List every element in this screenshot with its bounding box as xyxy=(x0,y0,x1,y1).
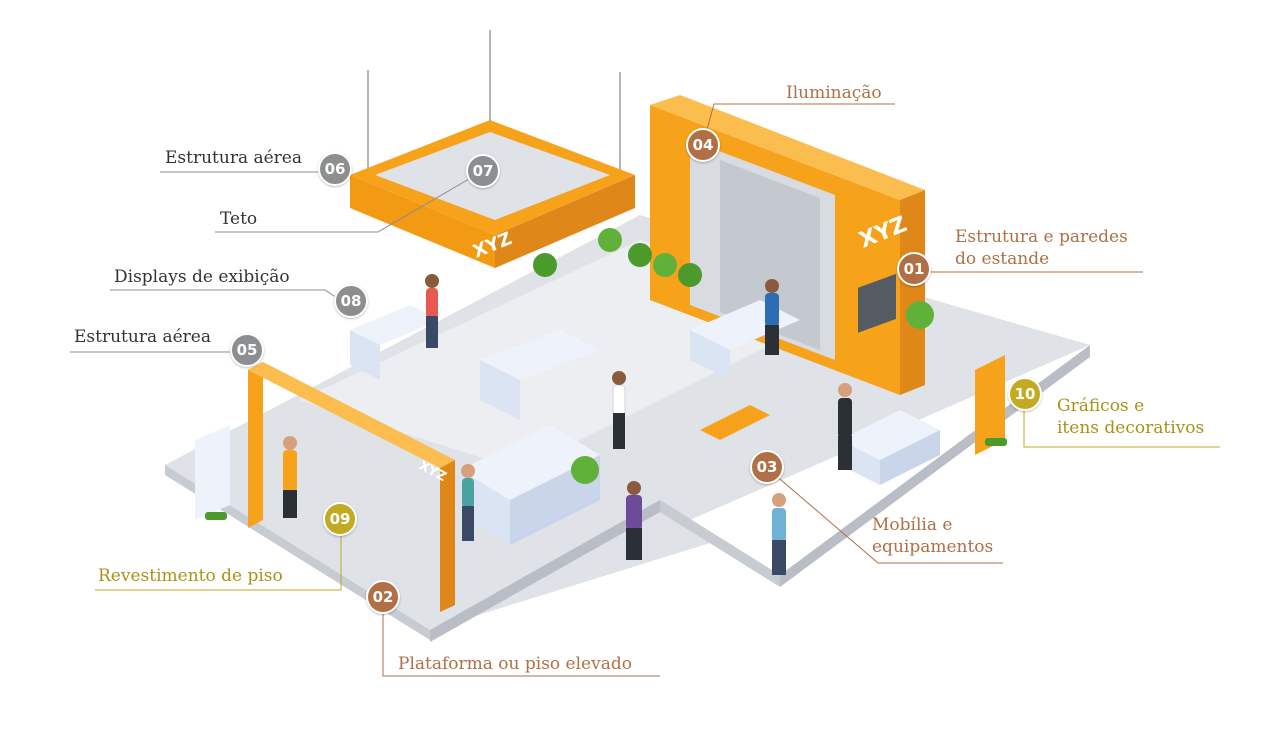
callout-01-label-line1: Estrutura e paredes xyxy=(955,227,1128,247)
callout-04-label: Iluminação xyxy=(786,83,882,103)
callout-10-label-line1: Gráficos e xyxy=(1057,396,1145,416)
callout-09-badge: 09 xyxy=(323,502,357,536)
callout-03-badge: 03 xyxy=(750,450,784,484)
callout-03-label-line1: Mobília e xyxy=(872,515,953,535)
callout-08-label: Displays de exibição xyxy=(114,267,290,287)
callout-01-label: Estrutura e paredes do estande xyxy=(955,226,1128,270)
callout-10-badge: 10 xyxy=(1008,377,1042,411)
callout-05-badge: 05 xyxy=(230,333,264,367)
callout-09-label: Revestimento de piso xyxy=(98,566,283,586)
callout-01-label-line2: do estande xyxy=(955,249,1050,269)
callout-03-label: Mobília e equipamentos xyxy=(872,514,993,558)
booth-furniture xyxy=(195,300,1005,545)
callout-10-label: Gráficos e itens decorativos xyxy=(1057,395,1204,439)
callout-02-label: Plataforma ou piso elevado xyxy=(398,654,632,674)
callout-03-label-line2: equipamentos xyxy=(872,537,994,557)
callout-08-badge: 08 xyxy=(334,284,368,318)
decorative-plants xyxy=(205,228,1007,520)
overhead-ceiling-structure xyxy=(350,30,635,268)
front-arch-structure xyxy=(248,362,455,612)
callout-06-label: Estrutura aérea xyxy=(165,148,303,168)
callout-02-badge: 02 xyxy=(366,580,400,614)
booth-rear-wall xyxy=(650,95,925,395)
callout-01-badge: 01 xyxy=(897,252,931,286)
booth-floor-platform xyxy=(165,215,1090,642)
callout-04-badge: 04 xyxy=(686,128,720,162)
callout-10-label-line2: itens decorativos xyxy=(1057,418,1205,438)
callout-06-badge: 06 xyxy=(318,152,352,186)
booth-visitors xyxy=(283,274,852,575)
callout-leader-lines xyxy=(70,103,1220,677)
callout-05-label: Estrutura aérea xyxy=(74,327,212,347)
callout-07-label: Teto xyxy=(220,209,258,229)
callout-07-badge: 07 xyxy=(466,154,500,188)
